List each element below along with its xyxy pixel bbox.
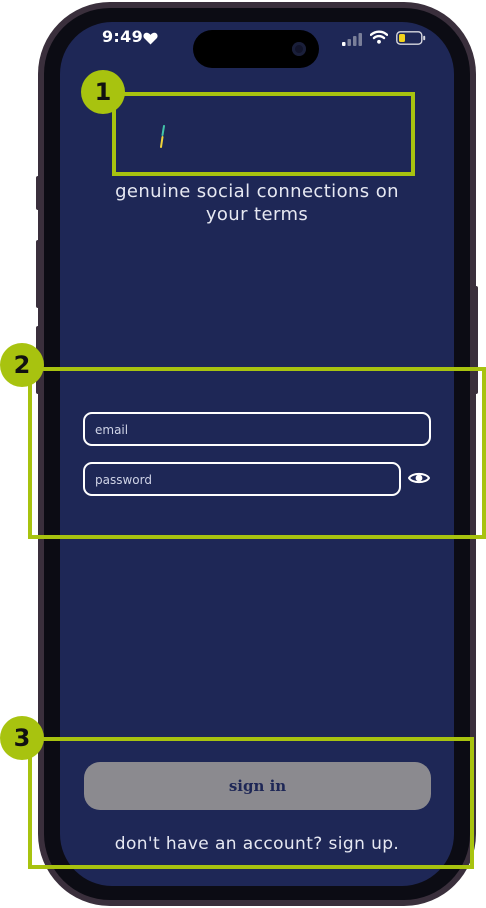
power-button — [474, 286, 478, 394]
app-logo-icon — [158, 125, 168, 153]
sign-up-link[interactable]: don't have an account? sign up. — [114, 834, 400, 854]
volume-up-button — [36, 240, 40, 308]
annotation-box-2 — [28, 367, 486, 539]
sign-in-label: sign in — [228, 777, 287, 795]
annotation-marker-2: 2 — [0, 343, 44, 387]
email-placeholder: email — [95, 423, 129, 437]
status-time: 9:49 — [102, 27, 143, 46]
annotation-box-3 — [28, 737, 474, 869]
signal-icon — [342, 31, 362, 50]
annotation-box-1 — [112, 92, 415, 176]
email-field[interactable]: email — [83, 412, 431, 446]
action-button — [36, 176, 40, 210]
tagline-line-1: genuine social connections on — [115, 181, 399, 202]
battery-icon — [396, 30, 426, 49]
tagline: genuine social connections on your terms — [100, 180, 414, 226]
heart-icon — [143, 30, 158, 49]
annotation-marker-1: 1 — [81, 70, 125, 114]
app-screen — [60, 22, 454, 886]
password-field[interactable]: password — [83, 462, 401, 496]
wifi-icon — [369, 29, 389, 48]
annotation-marker-3: 3 — [0, 716, 44, 760]
front-camera — [292, 42, 306, 56]
sign-in-button[interactable]: sign in — [84, 762, 431, 810]
show-password-eye-icon[interactable] — [407, 470, 431, 490]
tagline-line-2: your terms — [205, 204, 309, 225]
password-placeholder: password — [95, 473, 152, 487]
